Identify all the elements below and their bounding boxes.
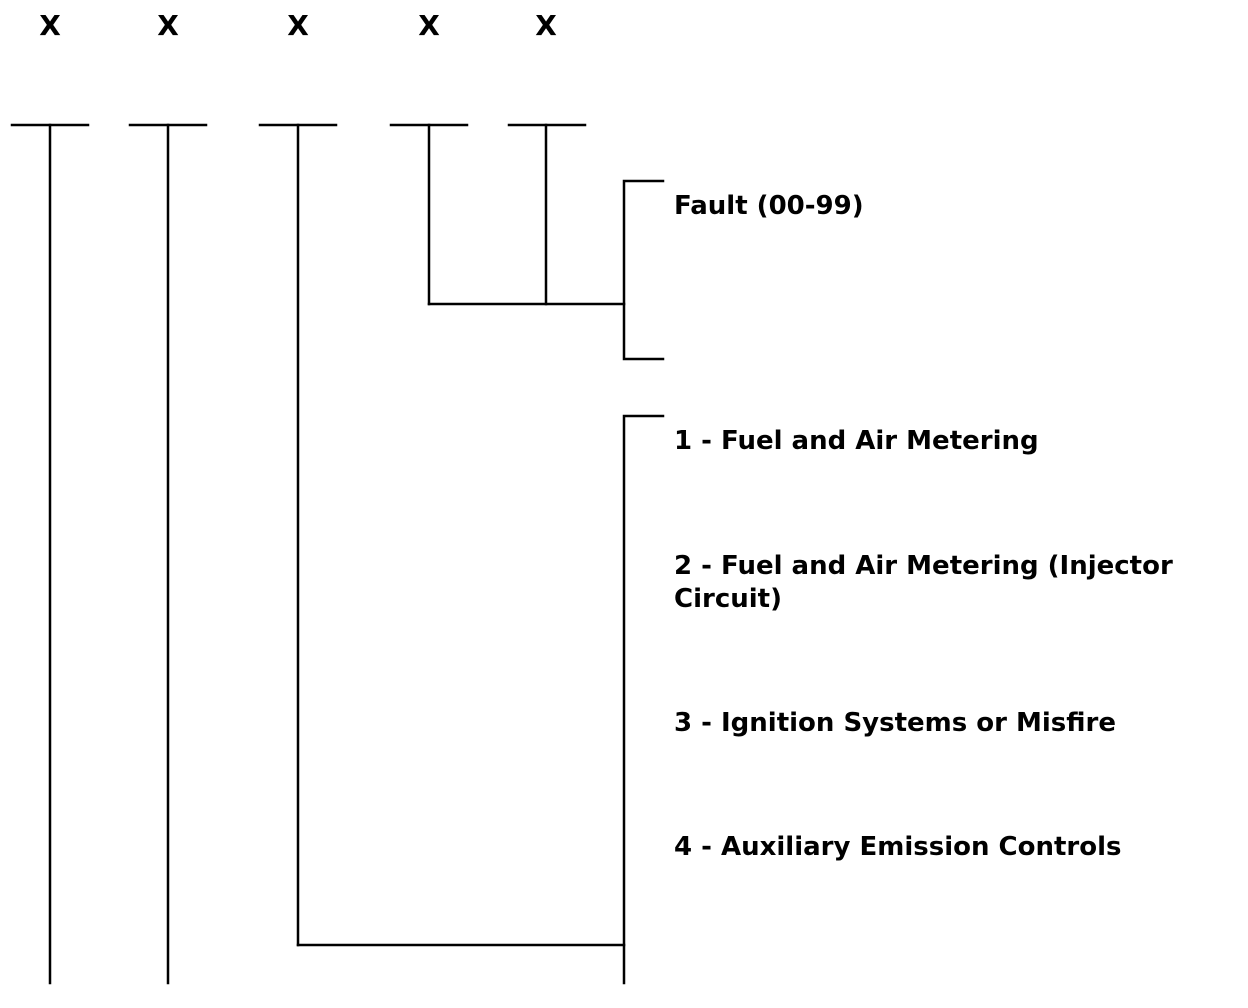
subsystem-item-4: 4 - Auxiliary Emission Controls	[674, 832, 1122, 862]
digit-1-label: X	[39, 9, 61, 42]
digit-5-label: X	[535, 9, 557, 42]
fault-label: Fault (00-99)	[674, 191, 864, 221]
subsystem-item-2: 2 - Fuel and Air Metering (Injector Circ…	[674, 551, 1173, 614]
subsystem-bracket	[622, 414, 665, 985]
digit-3-label: X	[287, 9, 309, 42]
subsystem-item-3: 3 - Ignition Systems or Misfire	[674, 708, 1117, 738]
fault-bracket	[622, 179, 665, 361]
digit-2-label: X	[157, 9, 179, 42]
digit-4-label: X	[418, 9, 440, 42]
subsystem-item-1: 1 - Fuel and Air Metering	[674, 426, 1039, 456]
